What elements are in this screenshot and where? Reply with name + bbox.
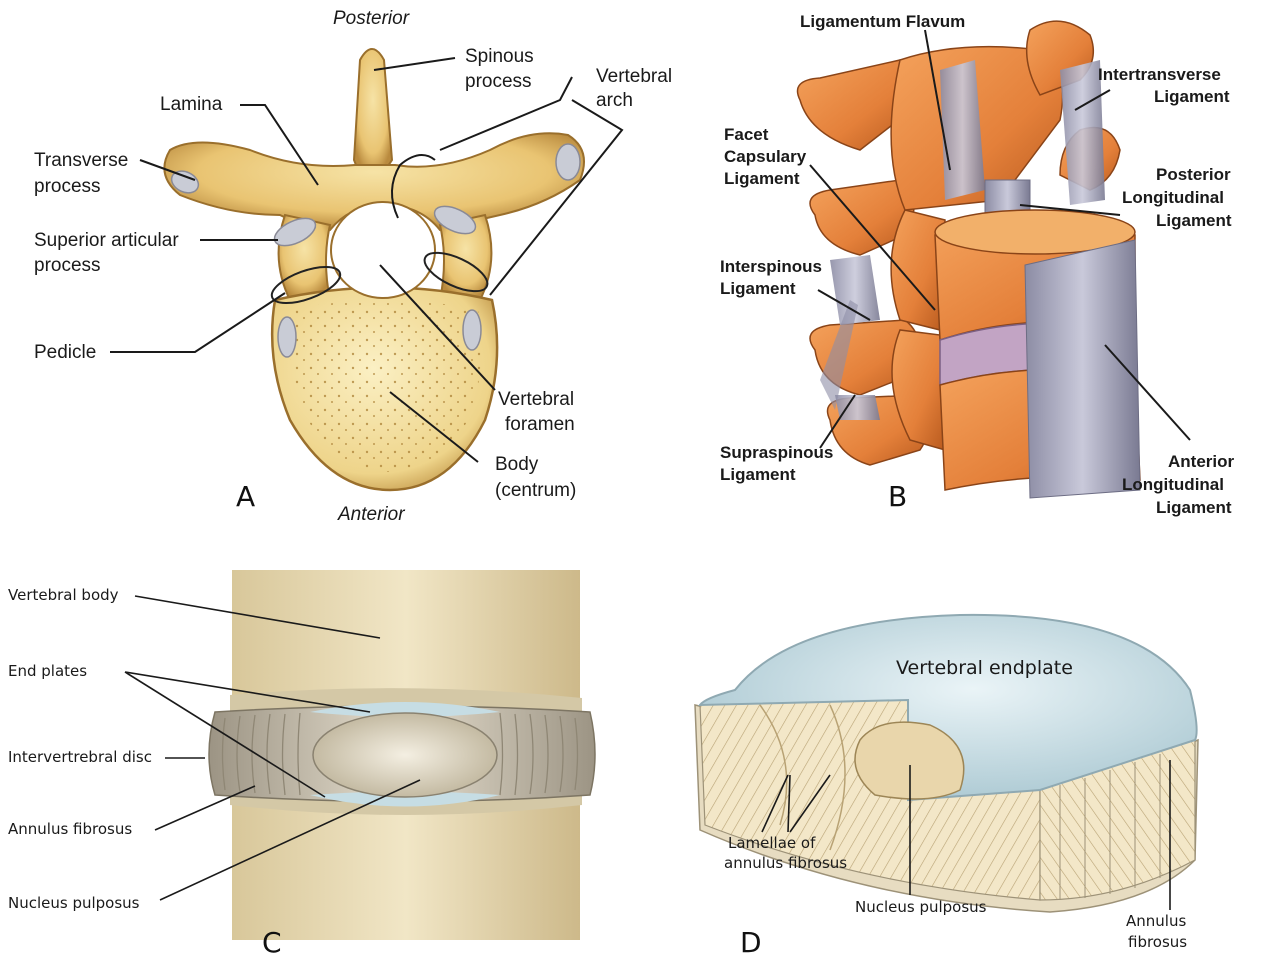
label-arch-2: arch: [596, 90, 633, 111]
nucleus-pulposus-shape: [313, 713, 497, 797]
label-sup-articular-1: Superior articular: [34, 230, 179, 251]
label-interspinous-2: Ligament: [720, 279, 796, 298]
label-nucleus: Nucleus pulposus: [8, 894, 140, 912]
label-facet-1: Facet: [724, 125, 769, 144]
label-posterior-3: Ligament: [1156, 211, 1232, 230]
vertebral-foramen-shape: [331, 202, 435, 298]
label-flavum: Ligamentum Flavum: [800, 12, 965, 31]
panel-letter-b: B: [888, 480, 907, 513]
label-sup-articular-2: process: [34, 255, 101, 276]
label-endplate: Vertebral endplate: [896, 657, 1073, 679]
panel-d: Vertebral endplate Lamellae of annulus f…: [695, 615, 1198, 959]
label-vertebral-body: Vertebral body: [8, 586, 119, 604]
label-anterior: Anterior: [337, 504, 405, 525]
label-anterior-2: Longitudinal: [1122, 475, 1224, 494]
panel-letter-a: A: [236, 480, 255, 513]
label-lamina: Lamina: [160, 94, 223, 115]
label-posterior-1: Posterior: [1156, 165, 1231, 184]
panel-b: Ligamentum Flavum Intertransverse Ligame…: [720, 12, 1235, 517]
label-facet-2: Capsulary: [724, 147, 807, 166]
label-disc: Intervertrebral disc: [8, 748, 152, 766]
label-intertransverse-2: Ligament: [1154, 87, 1230, 106]
label-intertransverse-1: Intertransverse: [1098, 65, 1221, 84]
label-facet-3: Ligament: [724, 169, 800, 188]
panel-letter-c: C: [262, 926, 282, 959]
panel-letter-d: D: [740, 926, 762, 959]
label-end-plates: End plates: [8, 662, 87, 680]
label-transverse-1: Transverse: [34, 150, 128, 171]
label-foramen-1: Vertebral: [498, 389, 574, 410]
label-posterior-2: Longitudinal: [1122, 188, 1224, 207]
label-pedicle: Pedicle: [34, 342, 96, 363]
panel-c: Vertebral body End plates Intervertrebra…: [8, 570, 595, 959]
label-body-2: (centrum): [495, 480, 576, 501]
label-anterior-3: Ligament: [1156, 498, 1232, 517]
label-supraspinous-1: Supraspinous: [720, 443, 833, 462]
panel-a: Posterior Spinous process Vertebral arch…: [34, 8, 672, 525]
label-spinous-1: Spinous: [465, 46, 534, 67]
label-lamellae-2: annulus fibrosus: [724, 854, 847, 872]
label-annulus-d-2: fibrosus: [1128, 933, 1187, 951]
label-interspinous-1: Interspinous: [720, 257, 822, 276]
label-arch-1: Vertebral: [596, 66, 672, 87]
label-body-1: Body: [495, 454, 539, 475]
label-anterior-1: Anterior: [1168, 452, 1235, 471]
label-transverse-2: process: [34, 176, 101, 197]
label-posterior: Posterior: [333, 8, 410, 29]
label-lamellae-1: Lamellae of: [728, 834, 816, 852]
label-foramen-2: foramen: [505, 414, 575, 435]
label-supraspinous-2: Ligament: [720, 465, 796, 484]
label-annulus-d-1: Annulus: [1126, 912, 1186, 930]
label-spinous-2: process: [465, 71, 532, 92]
label-nucleus-d: Nucleus pulposus: [855, 898, 987, 916]
label-annulus: Annulus fibrosus: [8, 820, 132, 838]
